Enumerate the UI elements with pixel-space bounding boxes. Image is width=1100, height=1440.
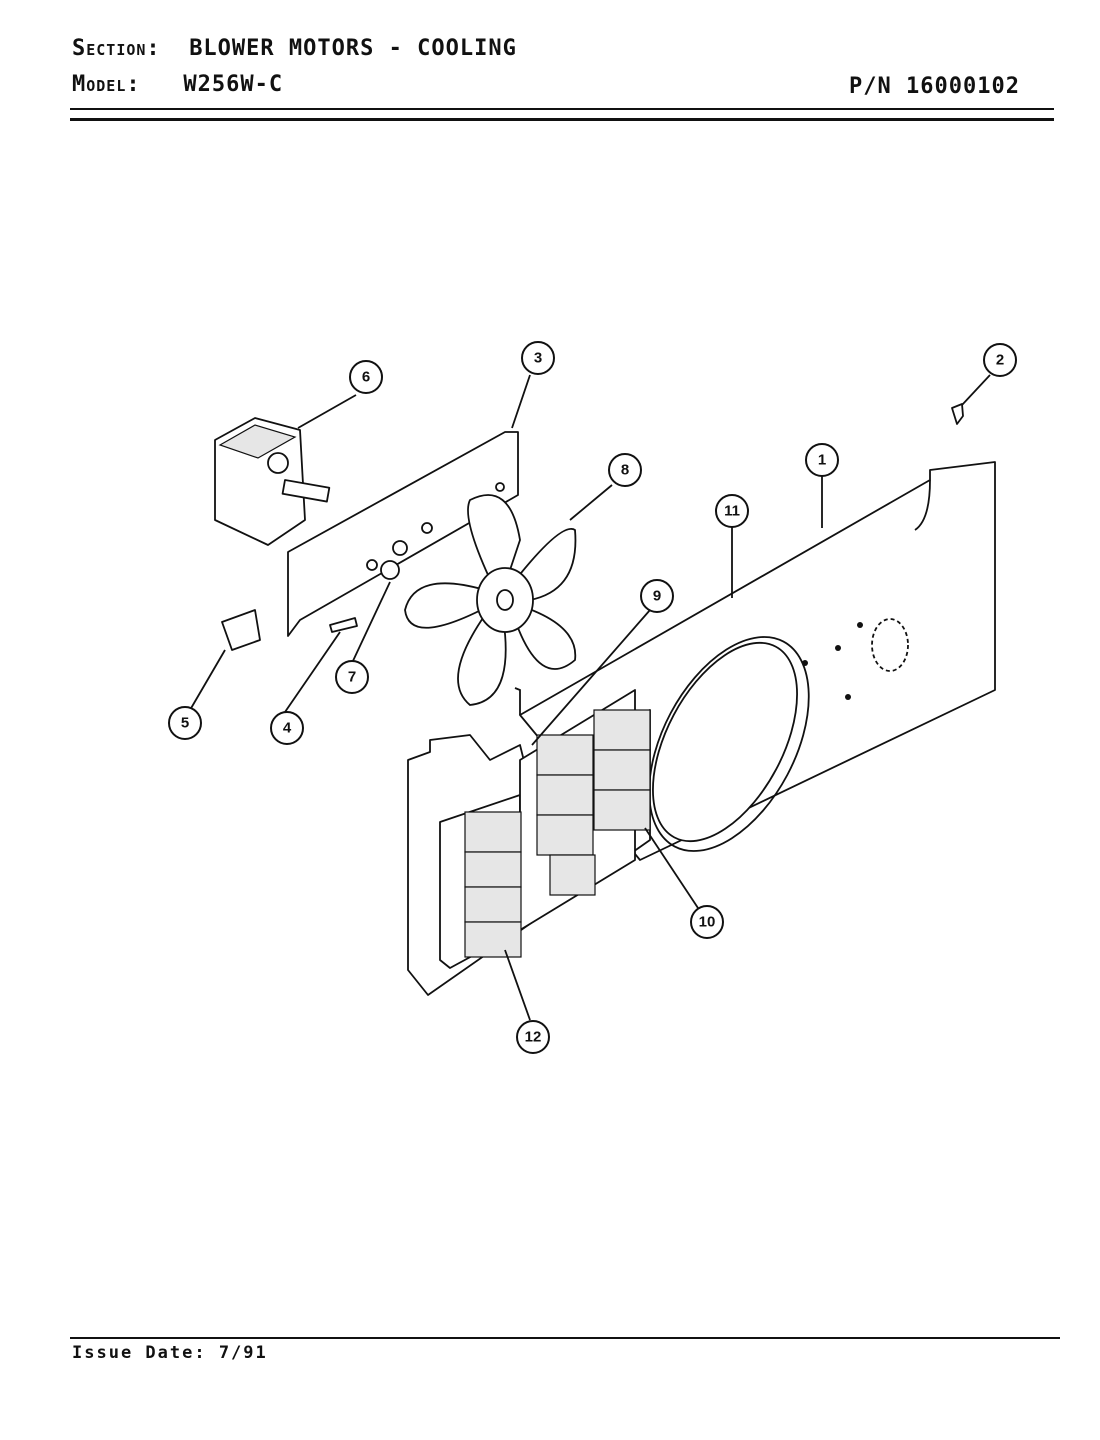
- screw-part-4: [329, 617, 358, 633]
- callout-11: 11: [715, 494, 749, 528]
- motor-bracket: [287, 431, 519, 637]
- section-label: Section:: [72, 36, 161, 61]
- model-label: Model:: [72, 72, 141, 97]
- callout-12-label: 12: [525, 1029, 542, 1046]
- callout-3: 3: [521, 341, 555, 375]
- callout-11-label: 11: [724, 503, 740, 520]
- blower-motor: [214, 417, 331, 546]
- section-row: Section: BLOWER MOTORS - COOLING: [72, 38, 517, 60]
- callout-4: 4: [270, 711, 304, 745]
- callout-5: 5: [168, 706, 202, 740]
- callout-1-label: 1: [818, 452, 826, 469]
- nut-part-7: [380, 560, 400, 580]
- model-number: W256W-C: [183, 72, 284, 97]
- callout-9-label: 9: [653, 588, 661, 605]
- callout-10: 10: [690, 905, 724, 939]
- callout-12: 12: [516, 1020, 550, 1054]
- issue-date: Issue Date: 7/91: [72, 1343, 268, 1363]
- fan-blade: [404, 494, 577, 706]
- header-rule-top: [70, 108, 1054, 110]
- callout-1: 1: [805, 443, 839, 477]
- callout-9: 9: [640, 579, 674, 613]
- callout-3-label: 3: [534, 350, 542, 367]
- part-number: P/N 16000102: [849, 74, 1020, 99]
- callout-8-label: 8: [621, 462, 629, 479]
- relay-blocks: [464, 709, 651, 958]
- callout-2-label: 2: [996, 352, 1004, 369]
- callout-7: 7: [335, 660, 369, 694]
- leader-lines: [189, 374, 991, 1021]
- callout-8: 8: [608, 453, 642, 487]
- callout-4-label: 4: [283, 720, 292, 737]
- header-rule-bottom: [70, 118, 1054, 121]
- footer-rule: [70, 1337, 1060, 1339]
- clip-part-5: [221, 609, 261, 651]
- callout-7-label: 7: [348, 669, 356, 686]
- callout-10-label: 10: [699, 914, 716, 931]
- callout-6: 6: [349, 360, 383, 394]
- callout-5-label: 5: [181, 715, 189, 732]
- screw-part-2: [951, 403, 964, 425]
- callout-6-label: 6: [362, 369, 370, 386]
- callout-2: 2: [983, 343, 1017, 377]
- model-row: Model: W256W-C: [72, 74, 283, 96]
- section-title: BLOWER MOTORS - COOLING: [189, 36, 517, 61]
